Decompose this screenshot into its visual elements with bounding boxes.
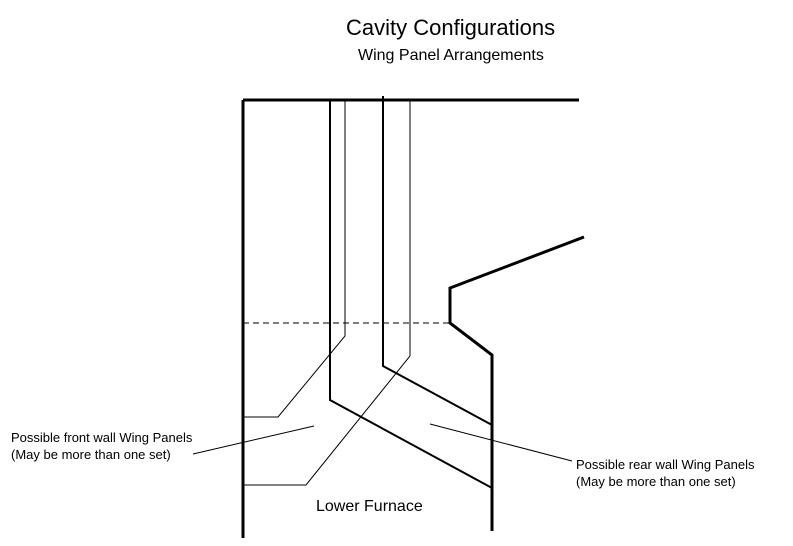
front-wall-label-line1: Possible front wall Wing Panels: [11, 430, 193, 445]
rear-wall-label-line2: (May be more than one set): [576, 474, 736, 489]
front-wall-leader-line: [192, 425, 315, 455]
rear-wall-wing-panel-outer: [329, 100, 493, 489]
front-wall-wing-panel-inner: [243, 100, 411, 486]
diagram-title: Cavity Configurations: [346, 15, 556, 40]
rear-wall-leader-line: [429, 423, 573, 462]
diagram-subtitle: Wing Panel Arrangements: [358, 47, 544, 64]
rear-wall-nose-line: [448, 235, 585, 531]
lower-furnace-label: Lower Furnace: [316, 498, 423, 515]
rear-wall-label-line1: Possible rear wall Wing Panels: [576, 457, 755, 472]
front-wall-wing-panel-outer: [243, 100, 346, 418]
rear-wall-wing-panel-inner: [382, 96, 493, 426]
front-wall-label-line2: (May be more than one set): [11, 447, 171, 462]
